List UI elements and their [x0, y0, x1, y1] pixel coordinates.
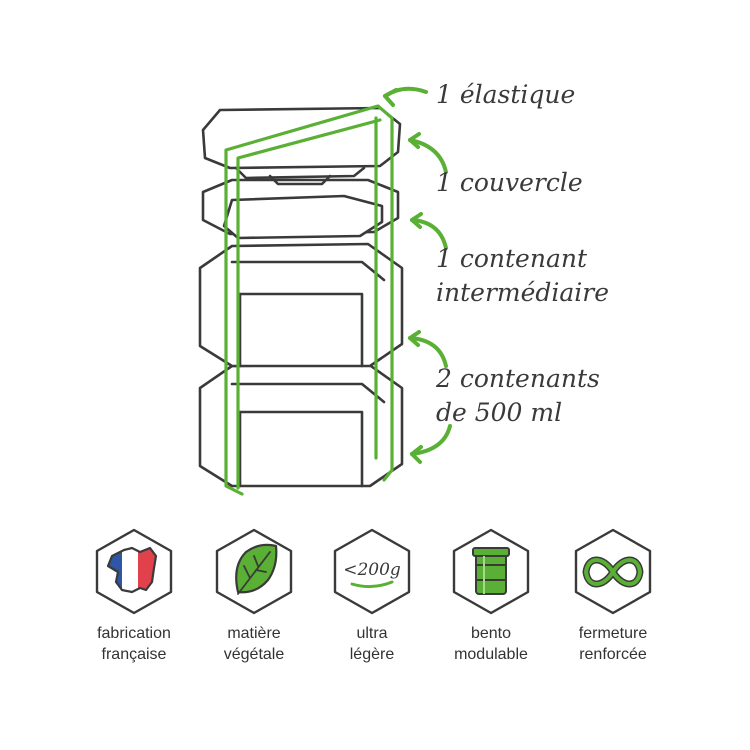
callout-lid-text: 1 couvercle: [436, 168, 583, 197]
callout-elastic: 1 élastique: [436, 78, 575, 112]
feature-label-matiere: matière végétale: [189, 623, 319, 665]
infinity-band-icon: [582, 556, 644, 588]
hexagon-frame-1: [95, 528, 173, 615]
callout-middle-line1: 1 contenant: [436, 244, 588, 273]
feature-label-line2: renforcée: [579, 646, 647, 663]
hexagon-frame-2: [215, 528, 293, 615]
leaf-icon: [235, 543, 278, 595]
callout-lid: 1 couvercle: [436, 166, 583, 200]
france-flag-map-icon: [106, 546, 158, 594]
feature-label-fermeture: fermeture renforcée: [548, 623, 678, 665]
weight-badge-text: <200g: [343, 560, 401, 580]
hexagon-frame-4: [452, 528, 530, 615]
feature-label-line1: ultra: [356, 625, 388, 642]
arrow-containers-bottom-icon: [410, 424, 452, 464]
hexagon-frame-5: [574, 528, 652, 615]
feature-label-line2: française: [101, 646, 167, 663]
arrow-elastic-icon: [383, 86, 428, 107]
feature-label-line1: fermeture: [578, 625, 648, 642]
feature-label-line2: modulable: [454, 646, 528, 663]
feature-label-line1: matière: [227, 625, 281, 642]
feature-label-line2: légère: [349, 646, 395, 663]
callout-middle-line2: intermédiaire: [436, 278, 610, 307]
arrow-lid-icon: [408, 132, 448, 174]
feature-label-line1: fabrication: [97, 625, 171, 642]
hexagon-frame-3: [333, 528, 411, 615]
lower-container: [198, 362, 404, 488]
lid: [201, 106, 402, 186]
callout-containers-line2: de 500 ml: [436, 398, 563, 427]
intermediate-container: [201, 178, 400, 240]
upper-container: [198, 242, 404, 368]
bento-stack: [198, 106, 404, 488]
feature-label-fabrication: fabrication française: [69, 623, 199, 665]
feature-label-line2: végétale: [223, 646, 285, 663]
callout-containers-line1: 2 contenants: [436, 364, 600, 393]
arrow-middle-icon: [410, 212, 448, 250]
feature-hexagons: [95, 528, 652, 615]
callout-containers: 2 contenants de 500 ml: [436, 362, 600, 430]
weight-badge-icon: <200g: [343, 560, 401, 589]
callout-arrows: [383, 86, 452, 464]
elastic-band: [224, 104, 394, 496]
callout-middle-container: 1 contenant intermédiaire: [436, 242, 609, 310]
callout-elastic-text: 1 élastique: [436, 80, 576, 109]
feature-label-legere: ultra légère: [307, 623, 437, 665]
feature-label-bento: bento modulable: [426, 623, 556, 665]
feature-label-line1: bento: [470, 625, 512, 642]
arrow-containers-top-icon: [408, 330, 448, 368]
bento-box-icon: [472, 547, 510, 595]
